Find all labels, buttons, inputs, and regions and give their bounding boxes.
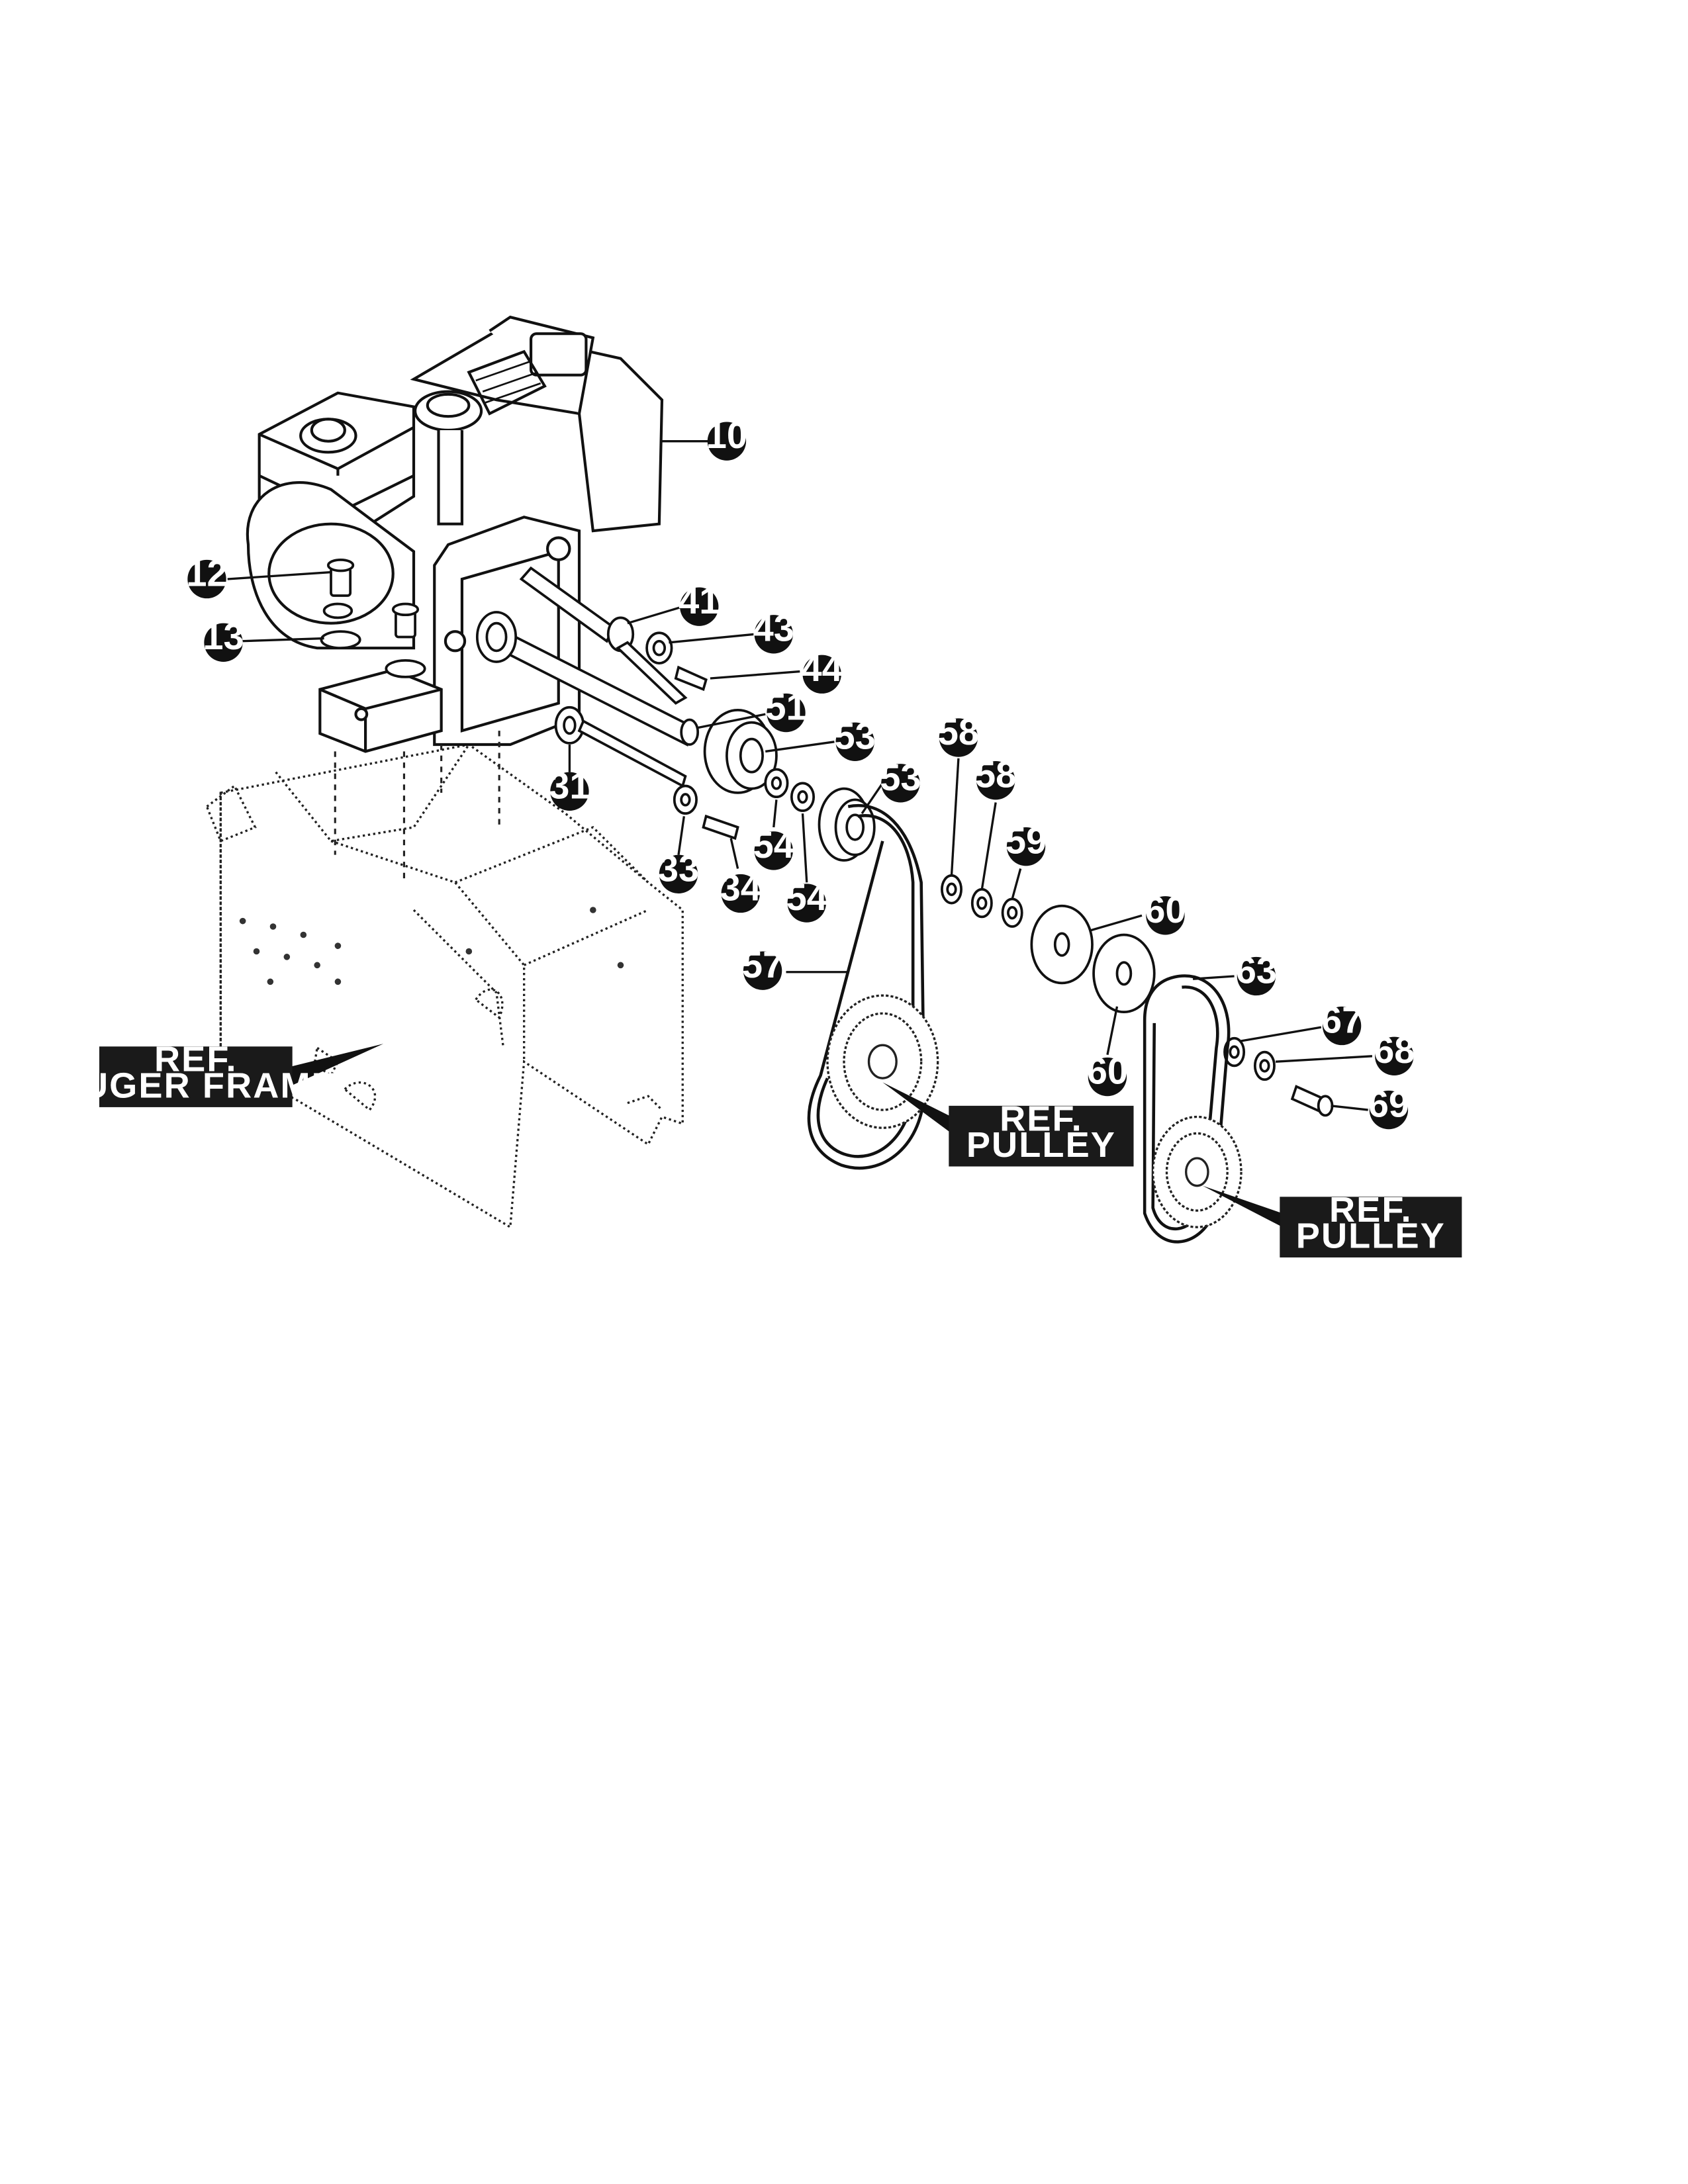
ref-auger-frame-line2: AUGER FRAME: [55, 1066, 337, 1105]
callout-53-second: 53: [880, 756, 921, 803]
ref-pulley-2-line2: PULLEY: [1296, 1216, 1446, 1255]
ref-label-pulley-1: REF. PULLEY: [949, 1099, 1134, 1167]
callout-67: 67: [1321, 999, 1363, 1046]
callout-58-first: 58: [938, 711, 980, 757]
ref-pulley-1-line1: REF.: [1000, 1099, 1083, 1138]
callout-label: 58: [938, 711, 980, 752]
callout-53-first: 53: [834, 715, 876, 761]
callout-label: 34: [720, 866, 761, 908]
callout-label: 68: [1374, 1029, 1415, 1071]
mounting-bolts-drawing: [320, 558, 426, 678]
callout-58-second: 58: [975, 754, 1017, 800]
callout-label: 12: [186, 552, 228, 594]
callout-63: 63: [1236, 949, 1278, 996]
auger-frame-holes: [239, 907, 624, 985]
callout-label: 58: [975, 754, 1017, 796]
callout-60-first: 60: [1145, 889, 1186, 935]
callout-51: 51: [765, 686, 807, 733]
callout-label: 44: [801, 647, 843, 689]
callout-13: 13: [203, 615, 244, 662]
callout-10: 10: [706, 414, 748, 461]
callout-41: 41: [679, 580, 720, 626]
callout-label: 67: [1321, 999, 1363, 1040]
callout-33: 33: [658, 847, 700, 893]
callout-label: 41: [679, 580, 720, 621]
callout-label: 53: [880, 756, 921, 798]
callout-54-second: 54: [786, 876, 827, 923]
callout-label: 57: [742, 944, 784, 985]
callout-label: 54: [786, 876, 827, 918]
callout-34: 34: [720, 866, 761, 913]
callout-label: 13: [203, 615, 244, 657]
ref-pulleys-drawing: [826, 994, 1243, 1228]
ref-label-pulley-2: REF. PULLEY: [1280, 1190, 1462, 1257]
callout-label: 54: [753, 824, 794, 866]
ref-label-auger-frame: REF. AUGER FRAME: [55, 1040, 337, 1107]
callout-label: 60: [1087, 1050, 1129, 1091]
callout-68: 68: [1374, 1029, 1415, 1075]
callout-label: 59: [1006, 820, 1047, 862]
ref-auger-frame-line1: REF.: [154, 1040, 238, 1079]
engine-drawing: [246, 315, 664, 753]
callout-label: 51: [765, 686, 807, 728]
callout-69: 69: [1368, 1083, 1410, 1130]
callout-44: 44: [801, 647, 843, 694]
callout-43: 43: [753, 608, 794, 654]
leader-lines: [227, 440, 1373, 1111]
bolt-alignment-lines: [334, 731, 500, 883]
callout-label: 10: [706, 414, 748, 456]
callout-label: 60: [1145, 889, 1186, 931]
callout-59: 59: [1006, 820, 1047, 866]
ref-pulley-2-line1: REF.: [1329, 1190, 1413, 1230]
callout-label: 43: [753, 608, 794, 649]
shaft-assembly-drawing: [475, 566, 1334, 1117]
callout-label: 31: [549, 764, 590, 806]
callout-54-first: 54: [753, 824, 794, 870]
callout-31: 31: [549, 764, 590, 811]
callout-label: 69: [1368, 1083, 1410, 1124]
ref-pulley-1-line2: PULLEY: [966, 1125, 1116, 1165]
callout-57: 57: [742, 944, 784, 990]
callout-label: 33: [658, 847, 700, 889]
callout-label: 53: [834, 715, 876, 756]
callout-12: 12: [186, 552, 228, 599]
callout-label: 63: [1236, 949, 1278, 991]
auger-frame-drawing: [205, 743, 684, 1229]
callout-60-second: 60: [1087, 1050, 1129, 1097]
